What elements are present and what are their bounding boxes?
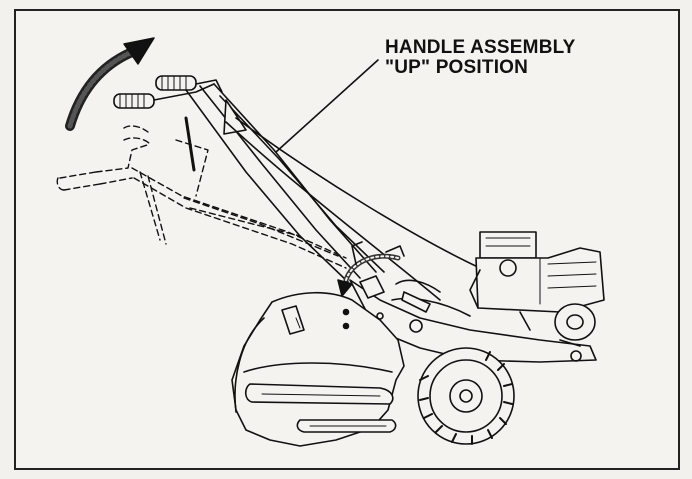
handle-assembly-callout: HANDLE ASSEMBLY "UP" POSITION bbox=[385, 38, 576, 78]
callout-line-1: HANDLE ASSEMBLY bbox=[385, 37, 576, 58]
callout-line-2: "UP" POSITION bbox=[385, 57, 529, 78]
handle-lower-position-dashed bbox=[56, 125, 347, 269]
rear-tine-tiller-icon bbox=[231, 231, 605, 447]
callout-leader-line bbox=[275, 59, 379, 153]
curved-arrow-icon bbox=[65, 37, 155, 131]
